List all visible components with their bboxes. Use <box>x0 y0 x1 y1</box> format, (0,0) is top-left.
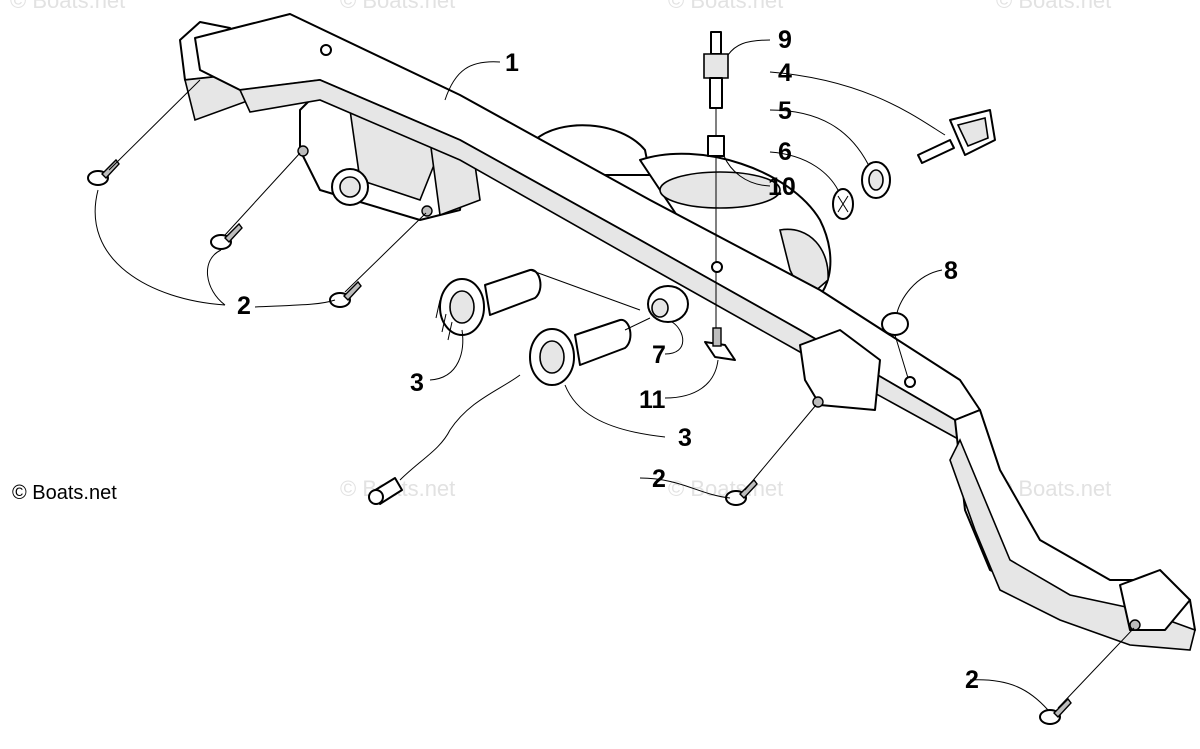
washer-part-6 <box>832 188 854 220</box>
callout-5: 5 <box>778 97 792 125</box>
console-housing-part-1 <box>179 13 1196 651</box>
watermark-text: © Boats.net <box>340 0 455 13</box>
switch-part-3-lower <box>368 318 632 505</box>
clip-part-11 <box>704 327 736 361</box>
callout-6: 6 <box>778 138 792 166</box>
bezel-part-5 <box>861 161 891 199</box>
callout-3: 3 <box>678 424 692 452</box>
spacer-part-10 <box>707 135 725 157</box>
callout-8: 8 <box>944 257 958 285</box>
callout-11: 11 <box>639 386 666 414</box>
stud-part-9 <box>703 31 729 109</box>
callout-1: 1 <box>505 49 519 77</box>
key-part-4 <box>917 109 996 164</box>
callout-2: 2 <box>965 666 979 694</box>
callout-4: 4 <box>778 59 792 87</box>
callout-10: 10 <box>768 173 796 201</box>
screw-icon <box>1039 697 1072 725</box>
leader-lines <box>94 39 1135 711</box>
screw-icon <box>87 158 120 186</box>
bushing-part-7 <box>647 285 689 323</box>
screw-icon <box>210 222 243 250</box>
copyright-text: © Boats.net <box>12 482 117 504</box>
screw-icon <box>725 478 758 506</box>
callout-2: 2 <box>652 465 666 493</box>
screw-icon <box>329 280 362 308</box>
callout-7: 7 <box>652 341 666 369</box>
callout-labels: 1 2 2 2 3 3 4 5 6 7 8 9 10 11 <box>237 26 979 694</box>
watermark-text: © Boats.net <box>668 0 783 13</box>
watermark-text: © Boats.net <box>996 0 1111 13</box>
screw-part-2 <box>87 158 1072 725</box>
callout-2: 2 <box>237 292 251 320</box>
callout-9: 9 <box>778 26 792 54</box>
switch-part-3-upper <box>435 268 542 341</box>
callout-3: 3 <box>410 369 424 397</box>
plug-part-8 <box>881 312 909 336</box>
watermark-text: © Boats.net <box>10 0 125 13</box>
